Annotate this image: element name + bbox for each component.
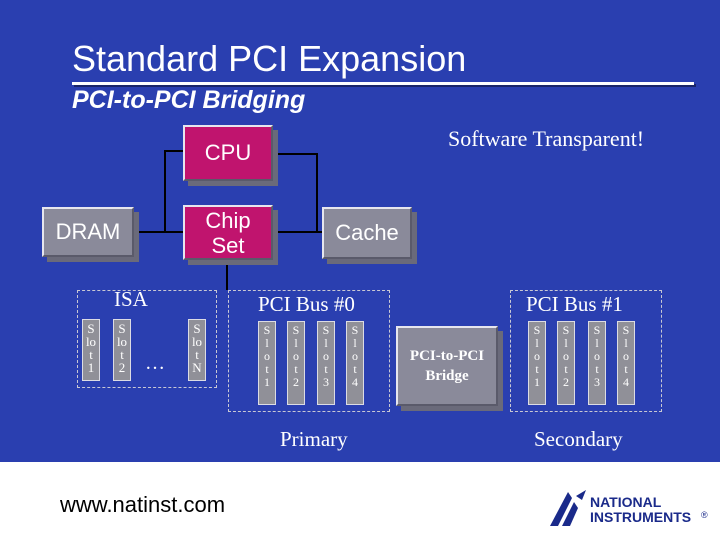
pci-bridge-box: PCI-to-PCI Bridge xyxy=(396,326,498,406)
cpu-box: CPU xyxy=(183,125,273,181)
slide-subtitle: PCI-to-PCI Bridging xyxy=(72,86,306,114)
pci1-slot-2: S l o t 2 xyxy=(557,321,575,405)
ni-logo-registered-mark: ® xyxy=(701,510,708,520)
pci0-slot-1: S l o t 1 xyxy=(258,321,276,405)
isa-slot-1: S lo t 1 xyxy=(82,319,100,381)
ni-logo-text: NATIONAL INSTRUMENTS xyxy=(590,495,691,525)
connector-cpu-cache-h xyxy=(273,153,317,155)
chipset-label: Chip Set xyxy=(205,207,251,258)
chipset-box: Chip Set xyxy=(183,205,273,260)
connector-cpu-chipset-v xyxy=(164,150,166,232)
ni-logo-line1: NATIONAL xyxy=(590,494,662,510)
pci0-bus-label: PCI Bus #0 xyxy=(258,292,355,316)
bridge-label: PCI-to-PCI Bridge xyxy=(409,348,485,384)
dram-label: DRAM xyxy=(55,219,121,244)
primary-label: Primary xyxy=(280,427,348,451)
software-transparent-note: Software Transparent! xyxy=(448,126,645,151)
ni-eagle-icon xyxy=(548,488,588,528)
pci1-bus-label: PCI Bus #1 xyxy=(526,292,623,316)
isa-bus-outline xyxy=(77,290,217,388)
dram-box: DRAM xyxy=(42,207,134,257)
pci0-slot-3: S l o t 3 xyxy=(317,321,335,405)
isa-bus-label: ISA xyxy=(114,287,148,311)
pci1-bus-outline xyxy=(510,290,662,412)
connector-dram-chipset xyxy=(134,231,184,233)
slide-title: Standard PCI Expansion xyxy=(72,38,467,79)
pci1-slot-4: S l o t 4 xyxy=(617,321,635,405)
connector-chipset-cache xyxy=(273,231,323,233)
cache-box: Cache xyxy=(322,207,412,259)
isa-slot-2: S lo t 2 xyxy=(113,319,131,381)
connector-cpu-cache-v xyxy=(316,153,318,233)
footer-band xyxy=(0,462,720,540)
secondary-label: Secondary xyxy=(534,427,623,451)
pci1-slot-1: S l o t 1 xyxy=(528,321,546,405)
connector-cpu-chipset-h xyxy=(164,150,184,152)
pci0-bus-outline xyxy=(228,290,390,412)
cpu-label: CPU xyxy=(204,140,252,165)
isa-slot-n: S lo t N xyxy=(188,319,206,381)
title-rule xyxy=(72,82,694,85)
ni-logo-line2: INSTRUMENTS xyxy=(590,509,692,525)
pci1-slot-3: S l o t 3 xyxy=(588,321,606,405)
isa-ellipsis: … xyxy=(145,352,165,374)
connector-chipset-bus xyxy=(226,260,228,290)
pci0-slot-2: S l o t 2 xyxy=(287,321,305,405)
footer-url: www.natinst.com xyxy=(60,492,226,517)
pci0-slot-4: S l o t 4 xyxy=(346,321,364,405)
cache-label: Cache xyxy=(335,220,399,245)
